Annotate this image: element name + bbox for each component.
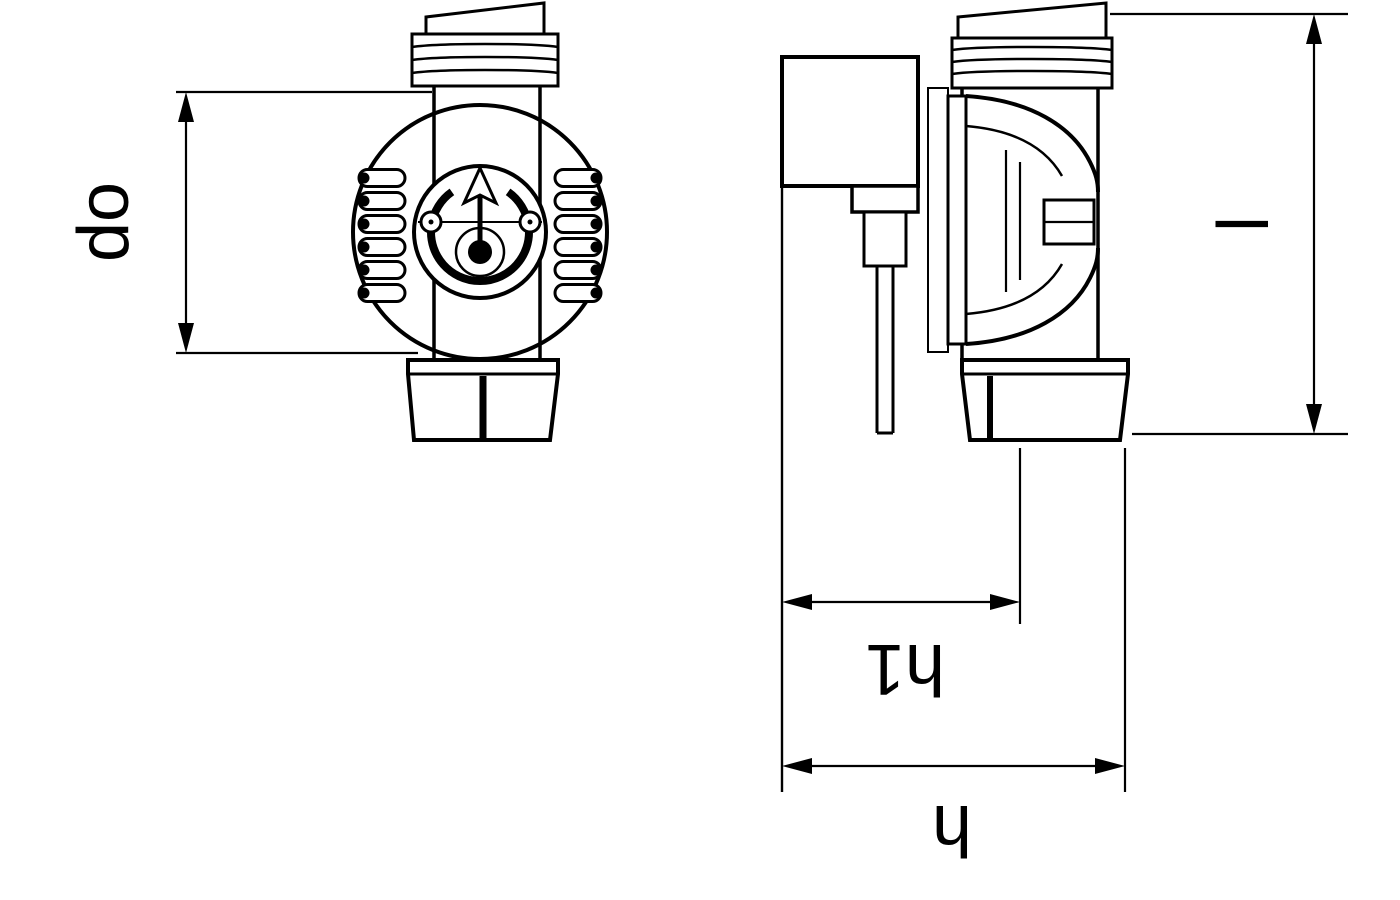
- side-view: l h1 h: [780, 1, 1348, 870]
- dimension-l: l: [1110, 12, 1348, 436]
- front-view: do: [64, 1, 609, 442]
- dimension-h: h: [782, 448, 1127, 870]
- sensor-stem: [850, 184, 920, 435]
- union-nut-front: [406, 358, 560, 442]
- arrowhead-do-bottom: [178, 323, 194, 353]
- valve-body-side: [927, 87, 1100, 353]
- arrowhead-h1-right: [990, 594, 1020, 610]
- dimension-label-l: l: [1204, 216, 1284, 232]
- dimension-h1: h1: [782, 448, 1022, 709]
- dimension-label-do: do: [64, 182, 144, 262]
- union-nut-side: [960, 358, 1130, 442]
- spring-coils-left: [357, 168, 407, 303]
- arrowhead-do-top: [178, 92, 194, 122]
- valve-inner-mechanism: [412, 164, 548, 300]
- spring-coils-right: [553, 168, 603, 303]
- dimension-label-h1: h1: [865, 629, 945, 709]
- dimension-label-h: h: [932, 790, 972, 870]
- arrowhead-l-top: [1306, 14, 1322, 44]
- threaded-connector-top: [410, 1, 560, 88]
- flow-arrow-icon: [460, 164, 500, 207]
- dimension-do: do: [64, 90, 432, 355]
- arrowhead-l-bottom: [1306, 404, 1322, 434]
- arrowhead-h-left: [782, 758, 812, 774]
- arrowhead-h-right: [1095, 758, 1125, 774]
- threaded-connector-top-side: [950, 1, 1114, 90]
- arrowhead-h1-left: [782, 594, 812, 610]
- actuator-block: [780, 55, 920, 188]
